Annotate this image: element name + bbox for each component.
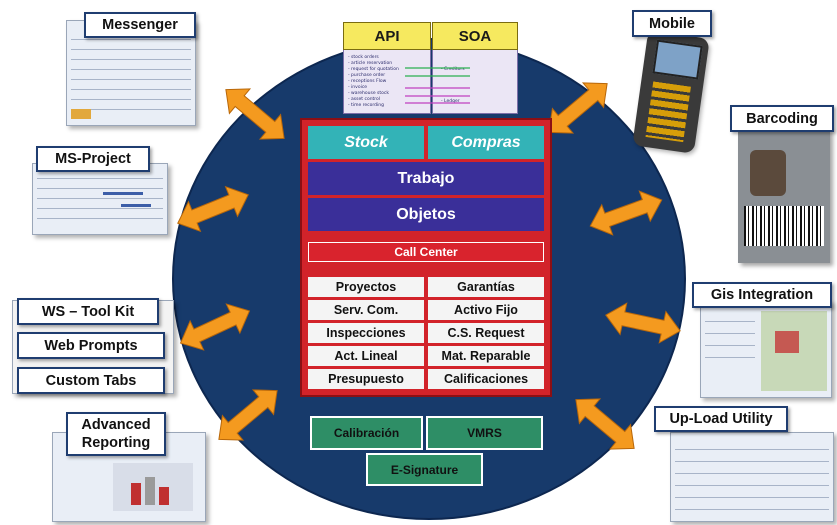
arrow-wstoolkit: [173, 295, 257, 359]
module-stock[interactable]: Stock: [308, 126, 424, 159]
module-presupuesto[interactable]: Presupuesto: [308, 369, 424, 389]
web-prompts-label[interactable]: Web Prompts: [17, 332, 165, 359]
module-call-center[interactable]: Call Center: [308, 242, 544, 262]
barcoding-label[interactable]: Barcoding: [730, 105, 834, 132]
module-inspecciones[interactable]: Inspecciones: [308, 323, 424, 343]
module-calibracion[interactable]: Calibración: [310, 416, 423, 450]
api-panel: - stock orders- article reservation- req…: [343, 40, 431, 114]
module-vmrs[interactable]: VMRS: [426, 416, 543, 450]
module-garantias[interactable]: Garantías: [428, 277, 544, 297]
advanced-reporting-label[interactable]: Advanced Reporting: [66, 412, 166, 456]
module-act-lineal[interactable]: Act. Lineal: [308, 346, 424, 366]
module-mat-reparable[interactable]: Mat. Reparable: [428, 346, 544, 366]
arrow-gis: [602, 298, 684, 348]
arrow-barcoding: [584, 184, 668, 242]
module-cs-request[interactable]: C.S. Request: [428, 323, 544, 343]
api-soa-links: [405, 67, 470, 104]
ws-toolkit-label[interactable]: WS – Tool Kit: [17, 298, 159, 325]
arrow-reporting: [208, 377, 288, 453]
module-serv-com[interactable]: Serv. Com.: [308, 300, 424, 320]
module-objetos[interactable]: Objetos: [308, 198, 544, 231]
soa-panel: - Creditors - Ledger: [432, 40, 518, 114]
upload-utility-label[interactable]: Up-Load Utility: [654, 406, 788, 432]
barcode-image: [738, 128, 830, 263]
module-proyectos[interactable]: Proyectos: [308, 277, 424, 297]
module-esignature[interactable]: E-Signature: [366, 453, 483, 486]
arrow-upload: [565, 386, 645, 462]
module-trabajo[interactable]: Trabajo: [308, 162, 544, 195]
msproject-label[interactable]: MS-Project: [36, 146, 150, 172]
api-items: - stock orders- article reservation- req…: [348, 55, 399, 108]
arrow-messenger: [215, 76, 295, 152]
soa-tag[interactable]: SOA: [432, 22, 518, 50]
arrow-msproject: [171, 179, 255, 239]
api-tag[interactable]: API: [343, 22, 431, 50]
custom-tabs-label[interactable]: Custom Tabs: [17, 367, 165, 394]
upload-screenshot: [670, 432, 834, 522]
msproject-screenshot: [32, 163, 168, 235]
module-activo-fijo[interactable]: Activo Fijo: [428, 300, 544, 320]
gis-screenshot: [700, 300, 832, 398]
module-compras[interactable]: Compras: [428, 126, 544, 159]
messenger-label[interactable]: Messenger: [84, 12, 196, 38]
mobile-label[interactable]: Mobile: [632, 10, 712, 37]
core-modules-panel: Stock Compras Trabajo Objetos Call Cente…: [300, 118, 552, 397]
module-calificaciones[interactable]: Calificaciones: [428, 369, 544, 389]
gis-label[interactable]: Gis Integration: [692, 282, 832, 308]
